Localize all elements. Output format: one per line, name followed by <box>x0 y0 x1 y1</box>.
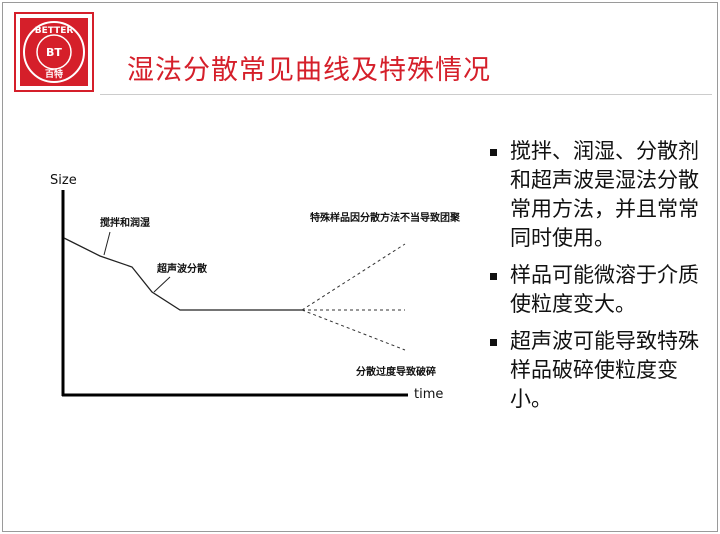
y-axis-label: Size <box>50 173 77 188</box>
dispersion-curve-diagram: Size time 搅拌和润湿 超声波分散 特殊样品因分散方法不当导致团聚 分散… <box>50 173 461 402</box>
branch-agglomerate <box>301 243 406 311</box>
logo-mark: BETTER BT 百特 <box>14 12 94 92</box>
bullet-marker <box>490 339 497 346</box>
branch-breakage <box>301 309 406 351</box>
bullet-list: 搅拌、润湿、分散剂和超声波是湿法分散常用方法，并且常常同时使用。 样品可能微溶于… <box>488 137 704 422</box>
annotation-breakage: 分散过度导致破碎 <box>356 365 436 378</box>
bullet-item: 样品可能微溶于介质使粒度变大。 <box>488 261 704 319</box>
slide-title: 湿法分散常见曲线及特殊情况 <box>127 55 491 86</box>
dispersion-curve <box>63 237 302 311</box>
bullet-text: 样品可能微溶于介质使粒度变大。 <box>510 263 699 316</box>
title-divider <box>100 94 712 95</box>
x-axis-label: time <box>414 387 443 402</box>
leader-ultrasonic <box>153 276 171 293</box>
bullet-text: 超声波可能导致特殊样品破碎使粒度变小。 <box>510 329 699 411</box>
bullet-item: 超声波可能导致特殊样品破碎使粒度变小。 <box>488 327 704 414</box>
annotation-agglomerate: 特殊样品因分散方法不当导致团聚 <box>310 211 461 224</box>
logo-text-bottom: 百特 <box>45 68 63 80</box>
bullet-text: 搅拌、润湿、分散剂和超声波是湿法分散常用方法，并且常常同时使用。 <box>510 139 699 250</box>
bullet-marker <box>490 273 497 280</box>
logo-text-center: BT <box>46 46 62 59</box>
bullet-marker <box>490 149 497 156</box>
leader-stir-wet <box>103 231 111 256</box>
logo-text-top: BETTER <box>35 26 74 36</box>
company-logo: BETTER BT 百特 <box>14 12 94 92</box>
annotation-ultrasonic: 超声波分散 <box>156 262 208 275</box>
bullet-item: 搅拌、润湿、分散剂和超声波是湿法分散常用方法，并且常常同时使用。 <box>488 137 704 253</box>
annotation-stir-wet: 搅拌和润湿 <box>100 216 150 229</box>
